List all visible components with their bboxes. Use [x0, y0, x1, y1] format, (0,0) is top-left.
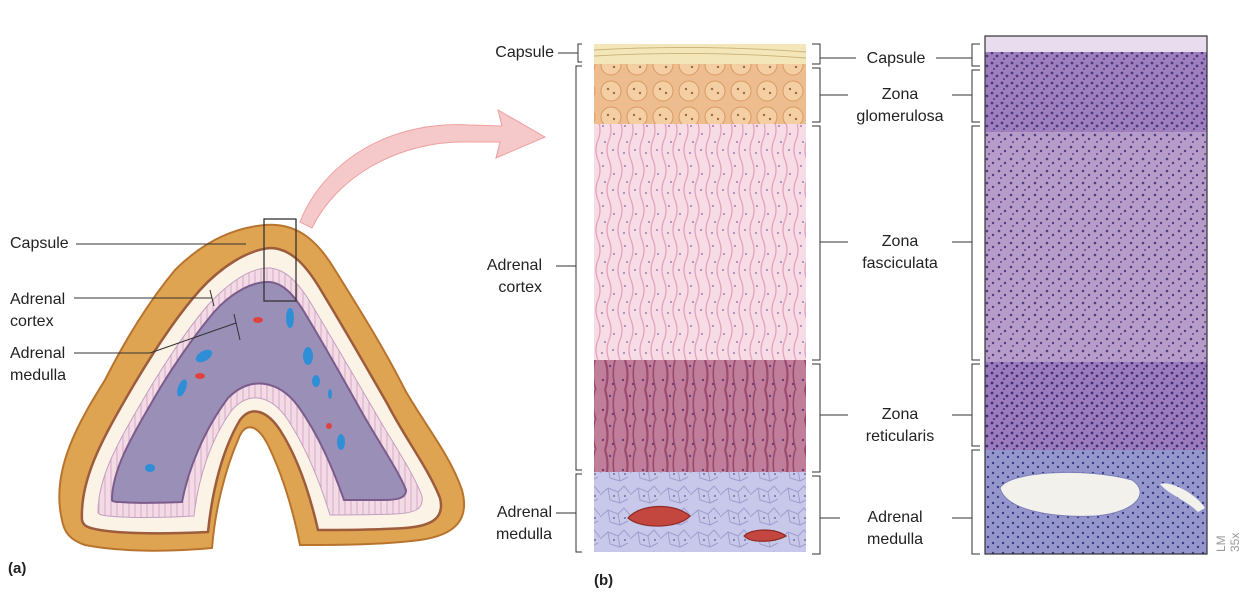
label-line: Adrenal — [486, 257, 542, 274]
section-capsule-label: Capsule — [495, 44, 554, 61]
zone-adrenal-medulla-label: Adrenal medulla — [840, 507, 950, 551]
label-line: glomerulosa — [856, 108, 944, 125]
label-line: medulla — [866, 531, 924, 548]
zona-reticularis-label: Zona reticularis — [846, 404, 954, 448]
vessel — [328, 389, 332, 399]
micrograph-vessel — [1160, 483, 1205, 512]
vessel — [145, 464, 155, 472]
zona-fasciculata-label: Zona fasciculata — [846, 231, 954, 275]
label-line: Zona — [881, 86, 919, 103]
panel-a-adrenal-medulla-label: Adrenal medulla — [10, 343, 66, 387]
zona-reticularis-layer — [594, 360, 806, 472]
label-line: cortex — [498, 279, 542, 296]
panel-b-letter: (b) — [594, 572, 614, 589]
label-line: Zona — [881, 233, 919, 250]
label-line: Adrenal — [496, 504, 552, 521]
vessel — [195, 349, 213, 363]
label-line: Adrenal — [867, 509, 923, 526]
vessel — [286, 308, 294, 328]
label-line: cortex — [10, 313, 54, 330]
vessel — [195, 373, 205, 379]
whole-gland-illustration — [58, 218, 466, 552]
magnification-arrow — [299, 108, 547, 229]
vessel — [312, 375, 320, 387]
zona-glomerulosa-label: Zona glomerulosa — [846, 84, 954, 128]
micrograph-vessel — [999, 471, 1141, 517]
magnification-box — [263, 218, 297, 302]
panel-a-capsule-label: Capsule — [10, 235, 69, 252]
capsule-layer — [594, 44, 806, 64]
label-line: medulla — [495, 526, 552, 543]
label-line: Adrenal — [10, 291, 66, 308]
zona-glomerulosa-layer — [594, 64, 806, 124]
vessel — [337, 434, 345, 450]
vessel — [326, 423, 332, 429]
panel-a-adrenal-cortex-label: Adrenal cortex — [10, 289, 65, 333]
medulla-vessel — [627, 505, 691, 527]
label-line: fasciculata — [862, 255, 938, 272]
vessel — [303, 347, 313, 365]
label-line: reticularis — [865, 428, 935, 445]
section-adrenal-medulla-label: Adrenal medulla — [470, 502, 552, 546]
zone-capsule-label: Capsule — [866, 50, 926, 67]
medulla-vessel — [743, 529, 788, 542]
gland-medulla — [110, 280, 408, 504]
vessel — [177, 379, 187, 397]
vessel — [253, 317, 263, 323]
light-micrograph — [984, 35, 1208, 555]
section-illustration — [556, 43, 980, 555]
label-line: medulla — [10, 367, 67, 384]
zona-fasciculata-layer — [594, 124, 806, 360]
panel-a-letter: (a) — [8, 560, 27, 577]
section-adrenal-cortex-label: Adrenal cortex — [470, 255, 542, 299]
label-line: Zona — [881, 406, 919, 423]
micrograph-magnification-caption: LM 35x — [1214, 532, 1242, 552]
label-line: Adrenal — [10, 345, 66, 362]
